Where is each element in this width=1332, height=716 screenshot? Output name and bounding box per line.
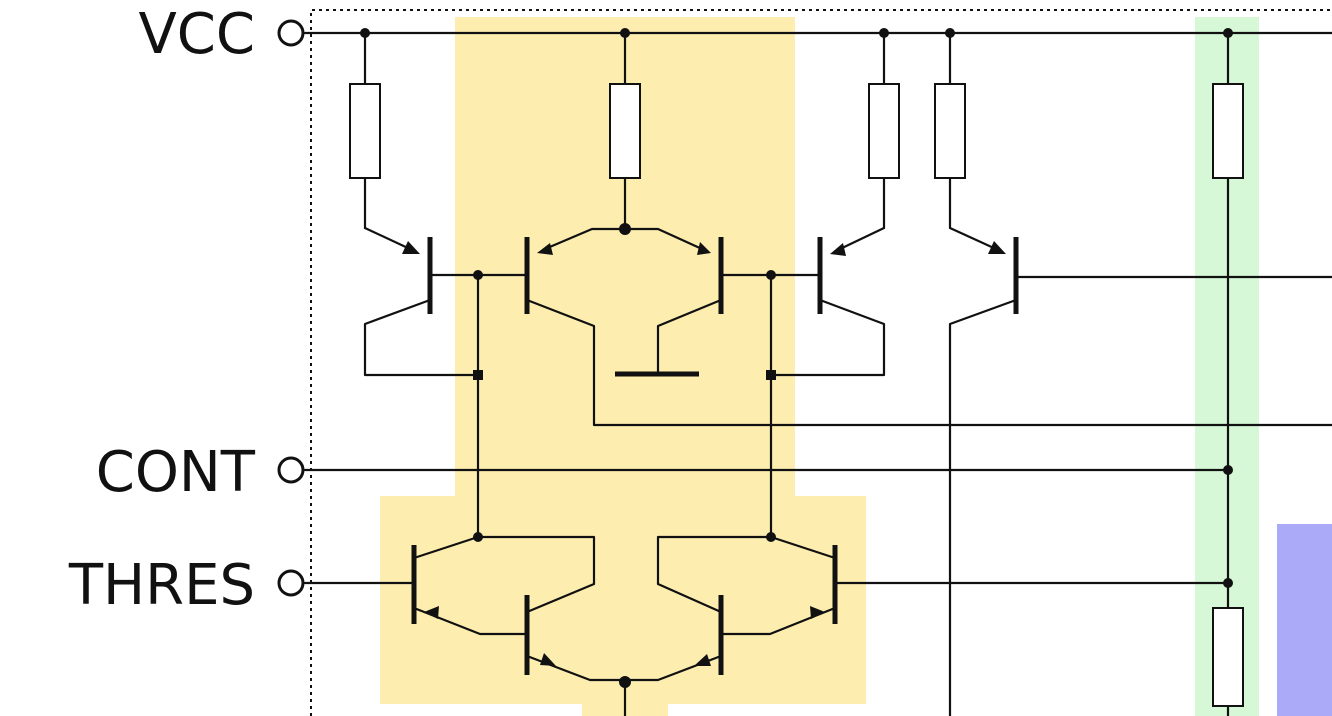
chip-border: [310, 9, 1332, 716]
junction-dot: [619, 676, 631, 688]
emitter-arrow: [697, 242, 711, 255]
junction-dot: [620, 28, 630, 38]
thres-pin-label: THRES: [68, 553, 255, 618]
emitter-arrow: [830, 243, 846, 256]
resistors: [349, 83, 1244, 707]
junction-dot: [879, 28, 889, 38]
junction-square: [473, 370, 483, 380]
transistor-bars: [411, 237, 1019, 675]
highlight-regions: [380, 17, 1332, 716]
junction-dot: [473, 270, 483, 280]
junction-dot: [473, 532, 483, 542]
junction-dot: [1223, 465, 1233, 475]
emitter-arrow: [424, 606, 439, 619]
vcc-pin-terminal: [277, 19, 305, 47]
junction-dot: [945, 28, 955, 38]
emitter-arrow: [810, 606, 825, 619]
thres-pin-terminal: [277, 569, 305, 597]
flipflop-region-blue: [1277, 524, 1332, 716]
junctions: [360, 28, 1233, 688]
junction-dot: [766, 270, 776, 280]
resistor: [1212, 83, 1244, 179]
comparator-region-yellow: [380, 17, 866, 716]
junction-dot: [360, 28, 370, 38]
cont-pin-label: CONT: [96, 440, 256, 505]
junction-dot: [1223, 28, 1233, 38]
emitter-arrow: [537, 243, 553, 255]
junction-dot: [1223, 578, 1233, 588]
resistor: [1212, 607, 1244, 707]
junction-dot: [766, 532, 776, 542]
cont-pin-terminal: [277, 456, 305, 484]
resistor: [934, 83, 966, 179]
junction-square: [766, 370, 776, 380]
resistor: [868, 83, 900, 179]
emitter-arrow: [694, 654, 711, 666]
vcc-pin-label: VCC: [138, 2, 255, 67]
emitter-arrow: [540, 653, 556, 666]
emitter-arrows: [402, 241, 1006, 666]
pins: VCC CONT THRES: [68, 2, 305, 618]
resistor: [609, 83, 641, 179]
resistor: [349, 83, 381, 179]
emitter-arrow: [988, 241, 1006, 254]
emitter-arrow: [402, 241, 420, 254]
junction-dot: [619, 223, 631, 235]
